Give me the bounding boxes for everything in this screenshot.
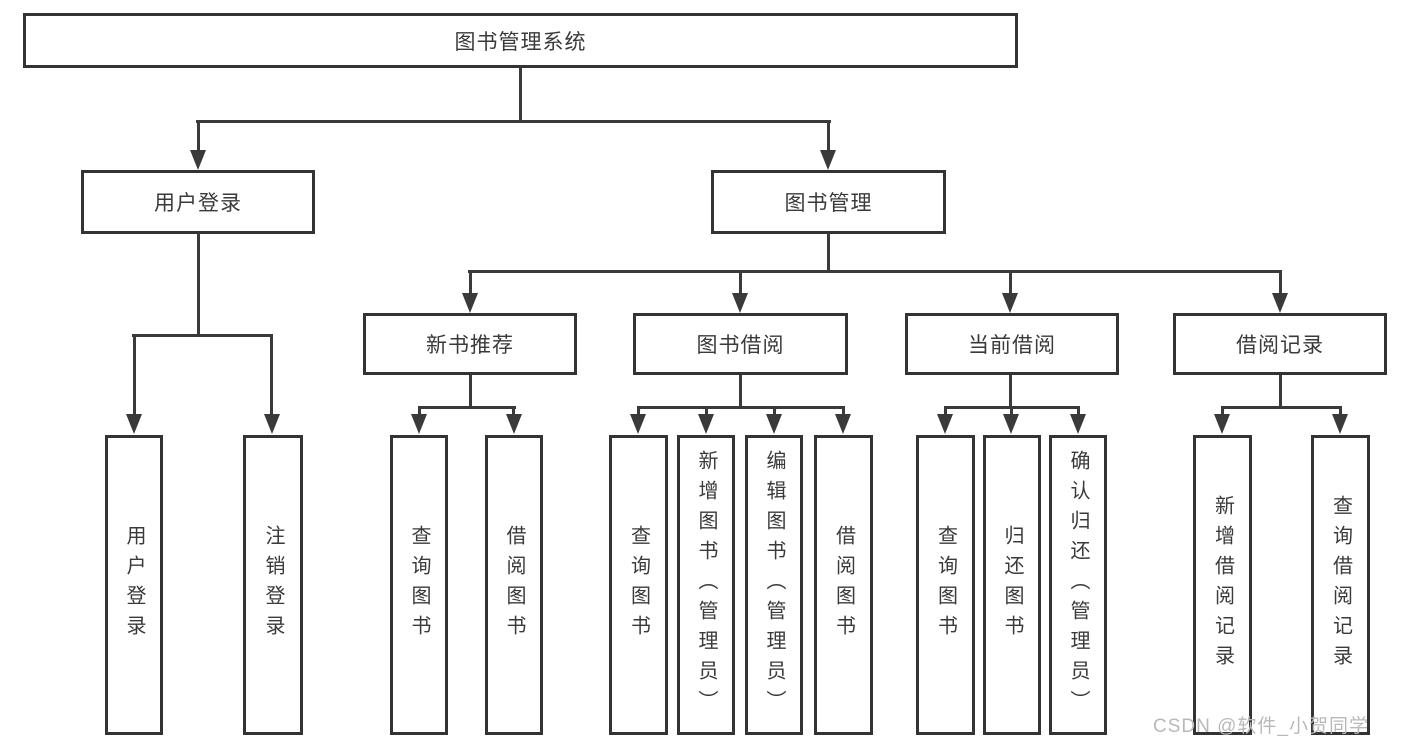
arrow-down-icon bbox=[411, 414, 427, 434]
connector-borrow-arrow-stem bbox=[739, 270, 742, 295]
leaf-query-book-borrow: 查询图书 bbox=[609, 435, 668, 735]
connector-groupD-bar bbox=[1221, 406, 1342, 409]
connector-groupB-c4-stem bbox=[842, 406, 845, 418]
node-label: 图书借阅 bbox=[696, 334, 785, 357]
connector-groupA-c2-stem bbox=[512, 406, 515, 418]
connector-login-c1-stem bbox=[133, 334, 136, 416]
leaf-user-login: 用户登录 bbox=[105, 435, 163, 735]
node-label: 查询借阅记录 bbox=[1329, 495, 1352, 675]
connector-groupC-c2-stem bbox=[1010, 406, 1013, 418]
node-book-borrow: 图书借阅 bbox=[633, 313, 848, 375]
arrow-down-icon bbox=[1272, 293, 1288, 313]
leaf-query-borrow-record: 查询借阅记录 bbox=[1311, 435, 1370, 735]
leaf-borrow-book: 借阅图书 bbox=[814, 435, 873, 735]
connector-groupA-stem bbox=[469, 375, 472, 408]
node-label: 归还图书 bbox=[1001, 525, 1023, 645]
leaf-add-book-admin: 新增图书（管理员） bbox=[677, 435, 735, 735]
connector-login-stem bbox=[197, 233, 200, 336]
arrow-down-icon bbox=[1070, 414, 1086, 434]
arrow-down-icon bbox=[264, 414, 280, 434]
connector-groupC-c3-stem bbox=[1077, 406, 1080, 418]
arrow-down-icon bbox=[190, 150, 206, 170]
connector-groupC-stem bbox=[1009, 375, 1012, 408]
connector-groupD-stem bbox=[1279, 375, 1282, 408]
connector-current-arrow-stem bbox=[1009, 270, 1012, 295]
connector-mgmt-bar bbox=[468, 270, 1282, 273]
connector-mgmt-arrow-stem bbox=[827, 120, 830, 152]
node-label: 新书推荐 bbox=[426, 334, 514, 357]
node-label: 查询图书 bbox=[934, 525, 957, 645]
connector-groupC-c1-stem bbox=[944, 406, 947, 418]
connector-login-arrow-stem bbox=[197, 120, 200, 152]
arrow-down-icon bbox=[630, 414, 646, 434]
connector-groupB-bar bbox=[637, 406, 845, 409]
node-label: 新增借阅记录 bbox=[1211, 495, 1234, 675]
connector-newbook-arrow-stem bbox=[469, 270, 472, 295]
node-user-login: 用户登录 bbox=[81, 170, 315, 234]
connector-groupB-stem bbox=[739, 375, 742, 408]
connector-groupB-c2-stem bbox=[705, 406, 708, 418]
connector-root-stem bbox=[519, 68, 522, 122]
connector-groupD-c2-stem bbox=[1339, 406, 1342, 418]
node-label: 编辑图书（管理员） bbox=[763, 450, 785, 720]
node-label: 注销登录 bbox=[262, 525, 284, 645]
node-label: 用户登录 bbox=[123, 525, 145, 645]
arrow-down-icon bbox=[835, 414, 851, 434]
node-label: 借阅图书 bbox=[832, 525, 855, 645]
arrow-down-icon bbox=[820, 150, 836, 170]
node-borrow-records: 借阅记录 bbox=[1173, 313, 1387, 375]
leaf-query-book-current: 查询图书 bbox=[916, 435, 975, 735]
arrow-down-icon bbox=[732, 293, 748, 313]
arrow-down-icon bbox=[937, 414, 953, 434]
node-label: 当前借阅 bbox=[968, 334, 1056, 357]
node-book-management: 图书管理 bbox=[711, 170, 946, 234]
connector-groupD-c1-stem bbox=[1221, 406, 1224, 418]
node-library-management-system: 图书管理系统 bbox=[23, 13, 1018, 68]
connector-groupB-c3-stem bbox=[773, 406, 776, 418]
connector-root-bar bbox=[196, 120, 831, 123]
csdn-watermark: CSDN @软件_小贺同学 bbox=[1153, 716, 1369, 737]
node-label: 查询图书 bbox=[627, 525, 650, 645]
node-label: 新增图书（管理员） bbox=[695, 450, 717, 720]
node-label: 用户登录 bbox=[154, 192, 242, 215]
arrow-down-icon bbox=[1214, 414, 1230, 434]
node-label: 借阅记录 bbox=[1236, 334, 1324, 357]
arrow-down-icon bbox=[766, 414, 782, 434]
connector-login-bar bbox=[132, 334, 273, 337]
connector-login-c2-stem bbox=[270, 334, 273, 416]
node-label: 借阅图书 bbox=[503, 525, 525, 645]
node-label: 图书管理系统 bbox=[454, 30, 587, 54]
connector-groupA-c1-stem bbox=[418, 406, 421, 418]
node-label: 查询图书 bbox=[408, 525, 430, 645]
node-new-book-recommend: 新书推荐 bbox=[363, 313, 577, 375]
arrow-down-icon bbox=[506, 414, 522, 434]
leaf-confirm-return-admin: 确认归还（管理员） bbox=[1049, 435, 1107, 735]
connector-records-arrow-stem bbox=[1279, 270, 1282, 295]
leaf-edit-book-admin: 编辑图书（管理员） bbox=[745, 435, 803, 735]
leaf-borrow-book-recommend: 借阅图书 bbox=[485, 435, 543, 735]
arrow-down-icon bbox=[1003, 414, 1019, 434]
arrow-down-icon bbox=[698, 414, 714, 434]
connector-mgmt-stem bbox=[827, 233, 830, 273]
leaf-query-book-recommend: 查询图书 bbox=[390, 435, 448, 735]
connector-groupA-bar bbox=[418, 406, 516, 409]
arrow-down-icon bbox=[1002, 293, 1018, 313]
leaf-add-borrow-record: 新增借阅记录 bbox=[1193, 435, 1252, 735]
leaf-logout-login: 注销登录 bbox=[243, 435, 303, 735]
arrow-down-icon bbox=[1332, 414, 1348, 434]
arrow-down-icon bbox=[126, 414, 142, 434]
leaf-return-book: 归还图书 bbox=[983, 435, 1041, 735]
connector-groupB-c1-stem bbox=[637, 406, 640, 418]
node-current-borrow: 当前借阅 bbox=[905, 313, 1119, 375]
node-label: 图书管理 bbox=[784, 192, 873, 215]
arrow-down-icon bbox=[462, 293, 478, 313]
node-label: 确认归还（管理员） bbox=[1067, 450, 1089, 720]
